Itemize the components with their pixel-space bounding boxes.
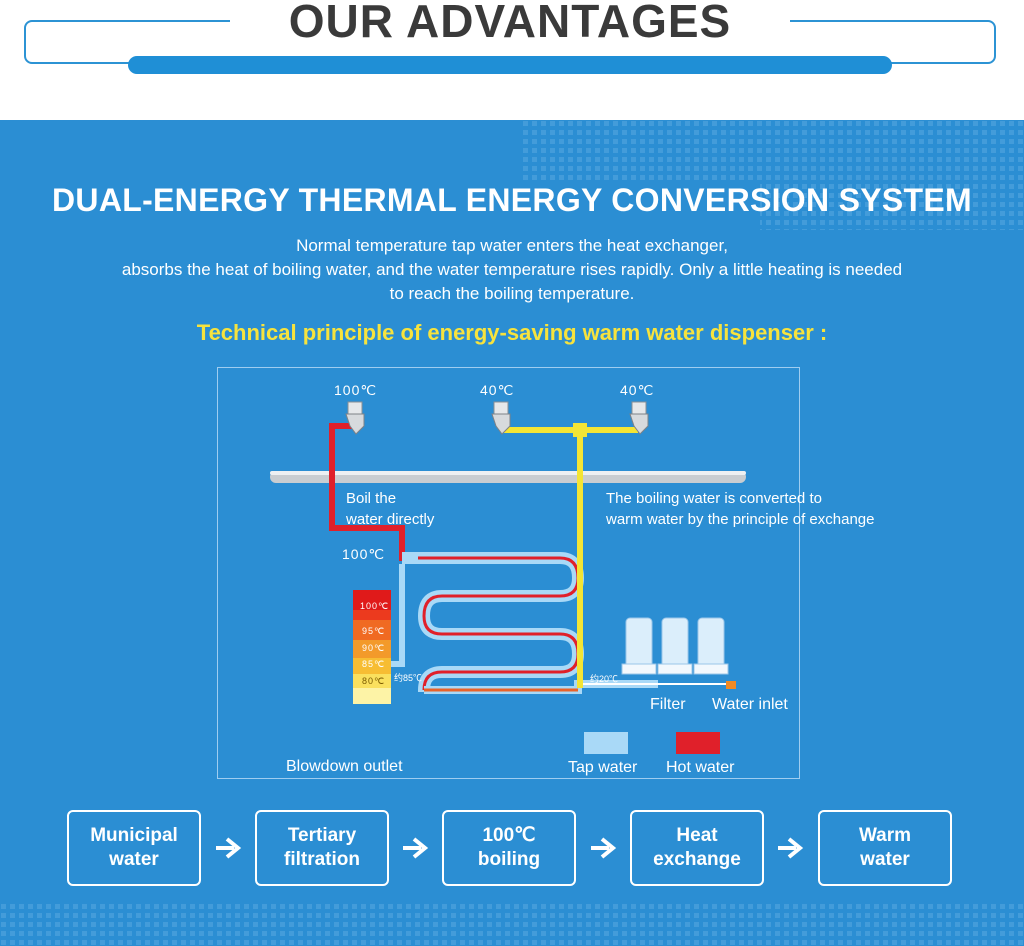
description-line: absorbs the heat of boiling water, and t… <box>121 260 903 279</box>
faucet-icon <box>629 401 649 435</box>
description-line: to reach the boiling temperature. <box>389 284 635 303</box>
faucet-temp-label: 40℃ <box>620 382 655 398</box>
exchange-label: The boiling water is converted to warm w… <box>606 490 875 528</box>
legend-label-hot-water: Hot water <box>666 759 735 776</box>
water-inlet-label: Water inlet <box>712 696 788 713</box>
blowdown-outlet-label: Blowdown outlet <box>286 758 403 775</box>
gauge-level-label: 90℃ <box>362 643 386 653</box>
description-line: Normal temperature tap water enters the … <box>296 236 728 255</box>
gauge-level-label: 80℃ <box>362 676 386 686</box>
approx-85-label: 约85℃ <box>394 673 423 683</box>
faucet-temp-label: 100℃ <box>334 382 378 398</box>
faucet-temp-label: 40℃ <box>480 382 515 398</box>
diagram-panel: DUAL-ENERGY THERMAL ENERGY CONVERSION SY… <box>0 120 1024 946</box>
page-title: OUR ADVANTAGES <box>288 0 732 47</box>
principle-subtitle: Technical principle of energy-saving war… <box>196 320 828 345</box>
approx-20-label: 约20℃ <box>590 674 619 684</box>
faucet-icon <box>491 401 511 435</box>
legend-label-tap-water: Tap water <box>568 759 638 776</box>
header-section: OUR ADVANTAGES <box>0 0 1024 118</box>
gauge-level-label: 100℃ <box>360 601 390 611</box>
system-description: Normal temperature tap water enters the … <box>20 234 1004 306</box>
gauge-level-label: 95℃ <box>362 626 386 636</box>
arrow-right-icon <box>403 837 429 859</box>
arrow-right-icon <box>591 837 617 859</box>
faucet-icon <box>345 401 365 435</box>
temperature-gauge <box>353 590 391 704</box>
legend-swatch-hot-water <box>676 732 720 754</box>
dot-pattern-decoration <box>0 120 1024 946</box>
arrow-right-icon <box>216 837 242 859</box>
filter-label: Filter <box>650 696 686 713</box>
system-title: DUAL-ENERGY THERMAL ENERGY CONVERSION SY… <box>52 182 972 218</box>
filter-cartridges-icon <box>621 617 729 675</box>
gauge-level-label: 85℃ <box>362 659 386 669</box>
legend-swatch-tap-water <box>584 732 628 754</box>
boil-label: Boil the water directly <box>346 490 435 528</box>
arrow-right-icon <box>778 837 804 859</box>
header-accent-bar <box>128 56 892 74</box>
principle-diagram: 100℃ 40℃ 40℃ Boil the water directly The… <box>217 367 874 779</box>
boil-temp-label: 100℃ <box>342 546 386 562</box>
pipe-diagram-svg <box>270 401 746 754</box>
